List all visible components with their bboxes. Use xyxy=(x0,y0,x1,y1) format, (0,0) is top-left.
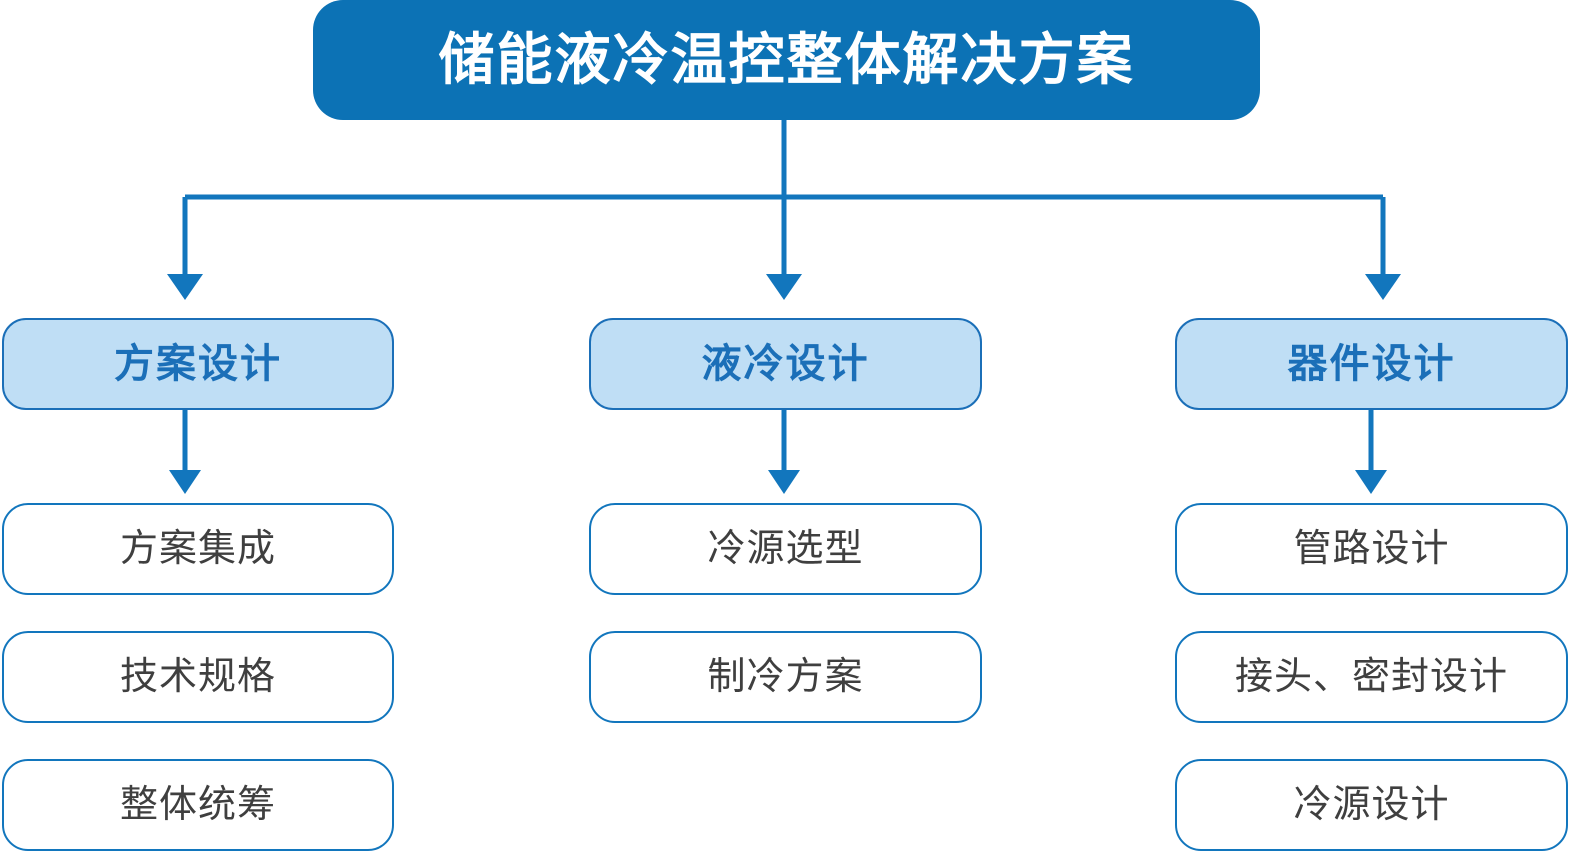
category-node-component-design[interactable]: 器件设计 xyxy=(1175,318,1568,410)
category-label: 方案设计 xyxy=(114,342,282,386)
leaf-node-cold-source-design[interactable]: 冷源设计 xyxy=(1175,759,1568,851)
leaf-node-cold-source-selection[interactable]: 冷源选型 xyxy=(589,503,982,595)
leaf-label: 冷源选型 xyxy=(707,528,864,570)
arrowhead-center xyxy=(766,274,802,300)
category-node-scheme-design[interactable]: 方案设计 xyxy=(2,318,394,410)
root-node[interactable]: 储能液冷温控整体解决方案 xyxy=(313,0,1260,120)
page-title: 储能液冷温控整体解决方案 xyxy=(438,28,1135,91)
leaf-label: 制冷方案 xyxy=(707,656,864,698)
category-label: 器件设计 xyxy=(1287,342,1456,386)
arrowhead-leaf-2 xyxy=(768,470,800,494)
leaf-label: 接头、密封设计 xyxy=(1234,656,1508,698)
leaf-node-scheme-integration[interactable]: 方案集成 xyxy=(2,503,394,595)
leaf-node-connector-seal-design[interactable]: 接头、密封设计 xyxy=(1175,631,1568,723)
leaf-label: 技术规格 xyxy=(119,656,276,698)
leaf-node-technical-spec[interactable]: 技术规格 xyxy=(2,631,394,723)
leaf-node-overall-coordination[interactable]: 整体统筹 xyxy=(2,759,394,851)
arrowhead-leaf-3 xyxy=(1355,470,1387,494)
arrowhead-left xyxy=(167,274,203,300)
leaf-label: 冷源设计 xyxy=(1293,784,1450,826)
category-label: 液冷设计 xyxy=(701,342,870,386)
arrowhead-right xyxy=(1365,274,1401,300)
category-node-liquid-cooling-design[interactable]: 液冷设计 xyxy=(589,318,982,410)
leaf-node-refrigeration-scheme[interactable]: 制冷方案 xyxy=(589,631,982,723)
leaf-label: 管路设计 xyxy=(1293,528,1450,570)
leaf-node-pipeline-design[interactable]: 管路设计 xyxy=(1175,503,1568,595)
leaf-label: 整体统筹 xyxy=(119,784,276,826)
leaf-label: 方案集成 xyxy=(119,528,276,570)
arrowhead-leaf-1 xyxy=(169,470,201,494)
